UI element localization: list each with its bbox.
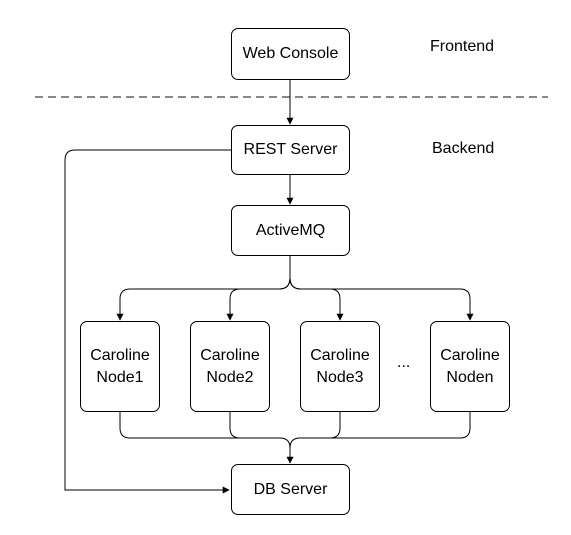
activemq-node: ActiveMQ xyxy=(231,205,350,256)
caroline-node2-line2: Node2 xyxy=(206,368,254,386)
caroline-noden-line2: Noden xyxy=(446,368,494,386)
caroline-node1-line1: Caroline xyxy=(90,346,150,364)
db-server-node: DB Server xyxy=(231,464,350,515)
rest-server-node: REST Server xyxy=(231,125,350,175)
edge-rest-dbserver xyxy=(64,149,231,494)
caroline-node3-line1: Caroline xyxy=(310,346,370,364)
edge-activemq-fanout xyxy=(116,256,291,321)
edge-noden-merge xyxy=(300,412,471,439)
caroline-node3: Caroline Node3 xyxy=(300,321,380,412)
caroline-node1-line2: Node1 xyxy=(96,368,144,386)
caroline-node2: Caroline Node2 xyxy=(190,321,270,412)
caroline-node2-line1: Caroline xyxy=(200,346,260,364)
db-server-label: DB Server xyxy=(253,480,328,498)
web-console-node: Web Console xyxy=(231,28,350,80)
web-console-label: Web Console xyxy=(242,45,339,62)
caroline-noden: Caroline Noden xyxy=(430,321,510,412)
edge-activemq-node3 xyxy=(289,277,344,321)
activemq-label: ActiveMQ xyxy=(255,221,326,239)
caroline-noden-line1: Caroline xyxy=(440,346,500,364)
edge-node3-merge xyxy=(289,412,341,449)
edge-activemq-node2 xyxy=(226,277,291,321)
caroline-node3-line2: Node3 xyxy=(316,368,364,386)
edge-node1-merge xyxy=(119,412,291,449)
rest-server-label: REST Server xyxy=(243,141,338,158)
edge-activemq-noden xyxy=(289,277,474,321)
nodes-ellipsis: ... xyxy=(397,354,411,371)
backend-label: Backend xyxy=(432,140,495,157)
frontend-label: Frontend xyxy=(430,38,495,55)
edge-node2-merge xyxy=(229,412,280,439)
caroline-node1: Caroline Node1 xyxy=(80,321,160,412)
